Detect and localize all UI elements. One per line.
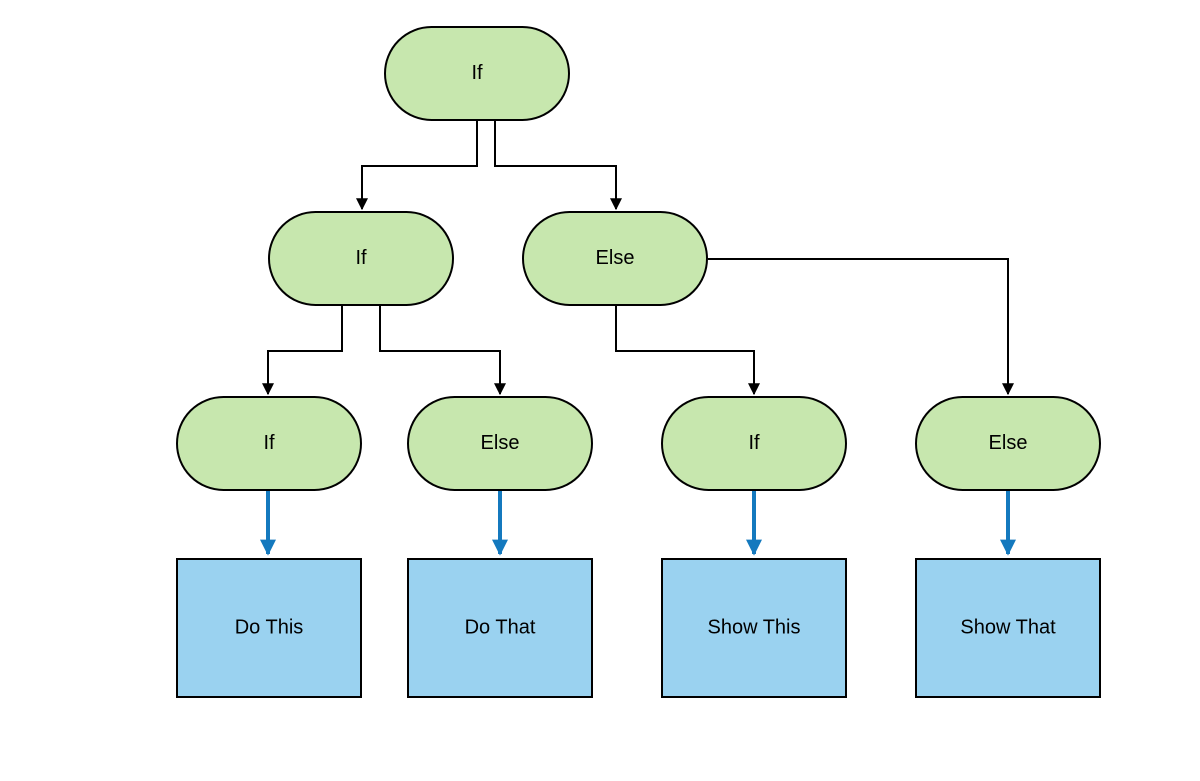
- connector-else-to-if: [615, 305, 760, 396]
- node-label-show-this: Show This: [707, 616, 800, 638]
- action-node-do-this: Do This: [176, 558, 362, 698]
- action-node-do-that: Do That: [407, 558, 593, 698]
- decision-node-level2-if-a: If: [176, 396, 362, 491]
- decision-node-level2-else-b: Else: [915, 396, 1101, 491]
- connector-root-to-if: [356, 121, 478, 211]
- action-node-show-that: Show That: [915, 558, 1101, 698]
- connector-if-to-if: [262, 305, 343, 396]
- node-label-level2-else-b: Else: [989, 432, 1028, 454]
- decision-connectors: [262, 121, 1014, 396]
- node-label-level2-if-a: If: [263, 432, 275, 454]
- decision-node-level1-else: Else: [522, 211, 708, 306]
- action-node-show-this: Show This: [661, 558, 847, 698]
- connector-else-to-else: [708, 258, 1014, 396]
- node-label-level2-if-b: If: [748, 432, 760, 454]
- decision-node-root-if: If: [384, 26, 570, 121]
- decision-node-level2-if-b: If: [661, 396, 847, 491]
- node-label-level1-else: Else: [596, 247, 635, 269]
- node-label-do-that: Do That: [465, 616, 536, 638]
- decision-node-level2-else-a: Else: [407, 396, 593, 491]
- decision-node-level1-if: If: [268, 211, 454, 306]
- action-connectors: [260, 490, 1016, 556]
- connector-if-to-else: [379, 305, 506, 396]
- connector-root-to-else: [494, 121, 622, 211]
- node-label-level2-else-a: Else: [481, 432, 520, 454]
- node-label-level1-if: If: [355, 247, 367, 269]
- node-label-do-this: Do This: [235, 616, 304, 638]
- node-label-show-that: Show That: [960, 616, 1056, 638]
- node-label-root-if: If: [471, 62, 483, 84]
